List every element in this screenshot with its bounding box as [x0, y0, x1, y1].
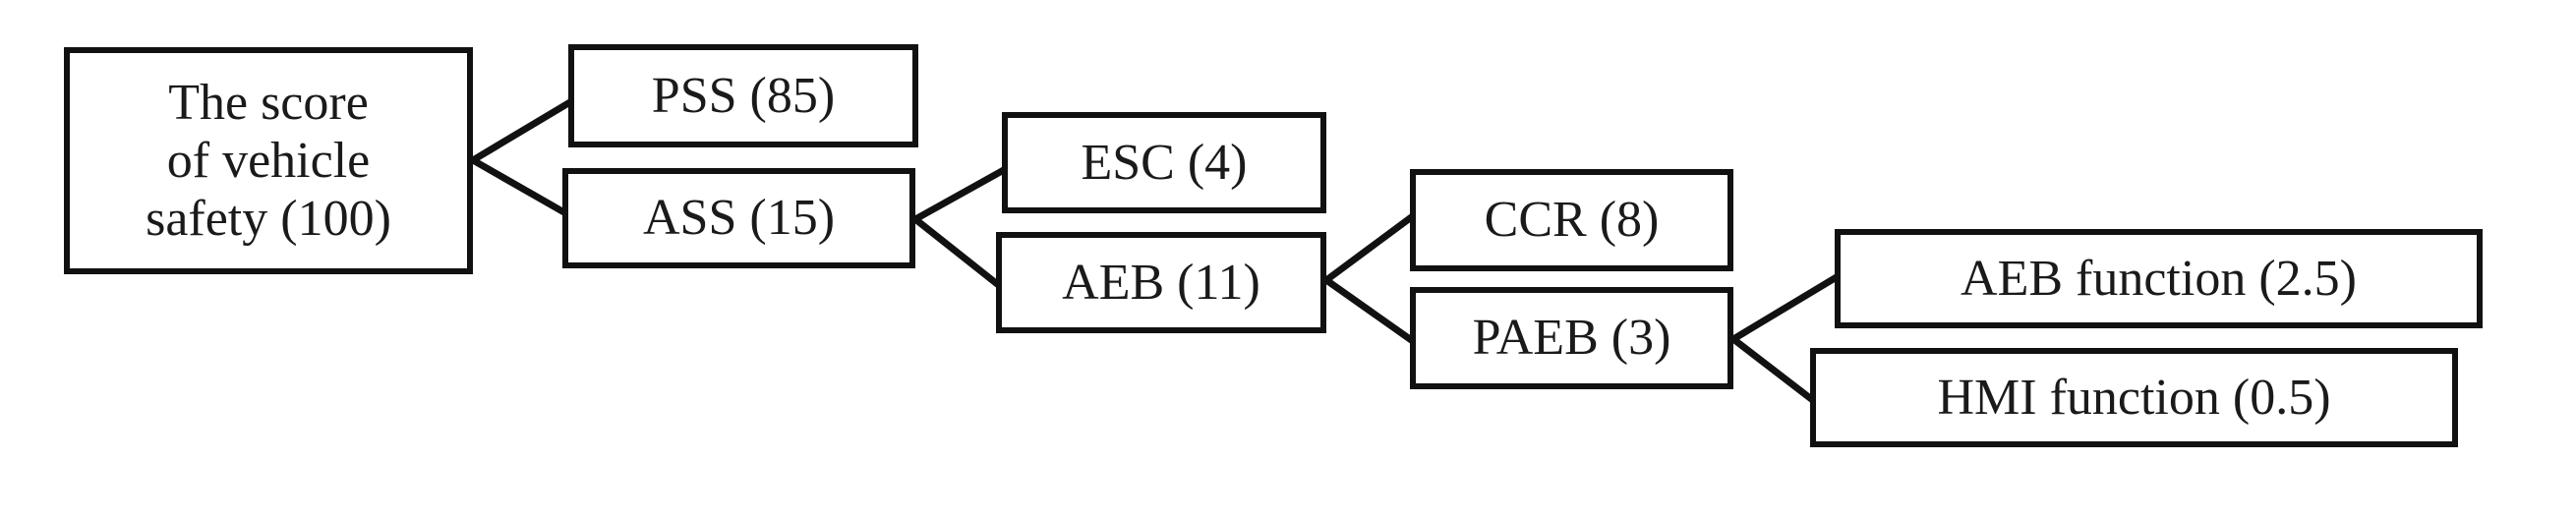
node-paeb[interactable]: PAEB (3) [1410, 287, 1733, 389]
node-label-aeb-function: AEB function (2.5) [1961, 250, 2357, 307]
node-label-ass: ASS (15) [642, 190, 836, 247]
edge-ass-aeb [910, 214, 1001, 288]
edge-paeb-aebf [1728, 273, 1840, 344]
node-esc[interactable]: ESC (4) [1002, 112, 1326, 213]
node-root[interactable]: The score of vehicle safety (100) [64, 47, 473, 274]
node-ass[interactable]: ASS (15) [562, 168, 915, 268]
edge-root-ass [468, 155, 567, 216]
node-label-aeb: AEB (11) [1062, 254, 1260, 311]
edge-aeb-paeb [1321, 275, 1415, 344]
node-label-esc: ESC (4) [1081, 134, 1248, 191]
node-label-root: The score of vehicle safety (100) [146, 74, 391, 248]
node-label-paeb: PAEB (3) [1472, 310, 1671, 367]
node-pss[interactable]: PSS (85) [568, 44, 918, 147]
node-aeb[interactable]: AEB (11) [996, 232, 1326, 333]
node-label-ccr: CCR (8) [1484, 192, 1660, 249]
node-aeb-function[interactable]: AEB function (2.5) [1835, 229, 2483, 328]
edge-ass-esc [910, 166, 1007, 224]
edge-aeb-ccr [1321, 213, 1415, 285]
edge-root-pss [468, 98, 573, 165]
node-ccr[interactable]: CCR (8) [1410, 169, 1733, 271]
node-label-pss: PSS (85) [651, 67, 836, 124]
node-label-hmi-function: HMI function (0.5) [1937, 369, 2331, 426]
edge-paeb-hmif [1728, 334, 1815, 403]
node-hmi-function[interactable]: HMI function (0.5) [1810, 348, 2458, 447]
